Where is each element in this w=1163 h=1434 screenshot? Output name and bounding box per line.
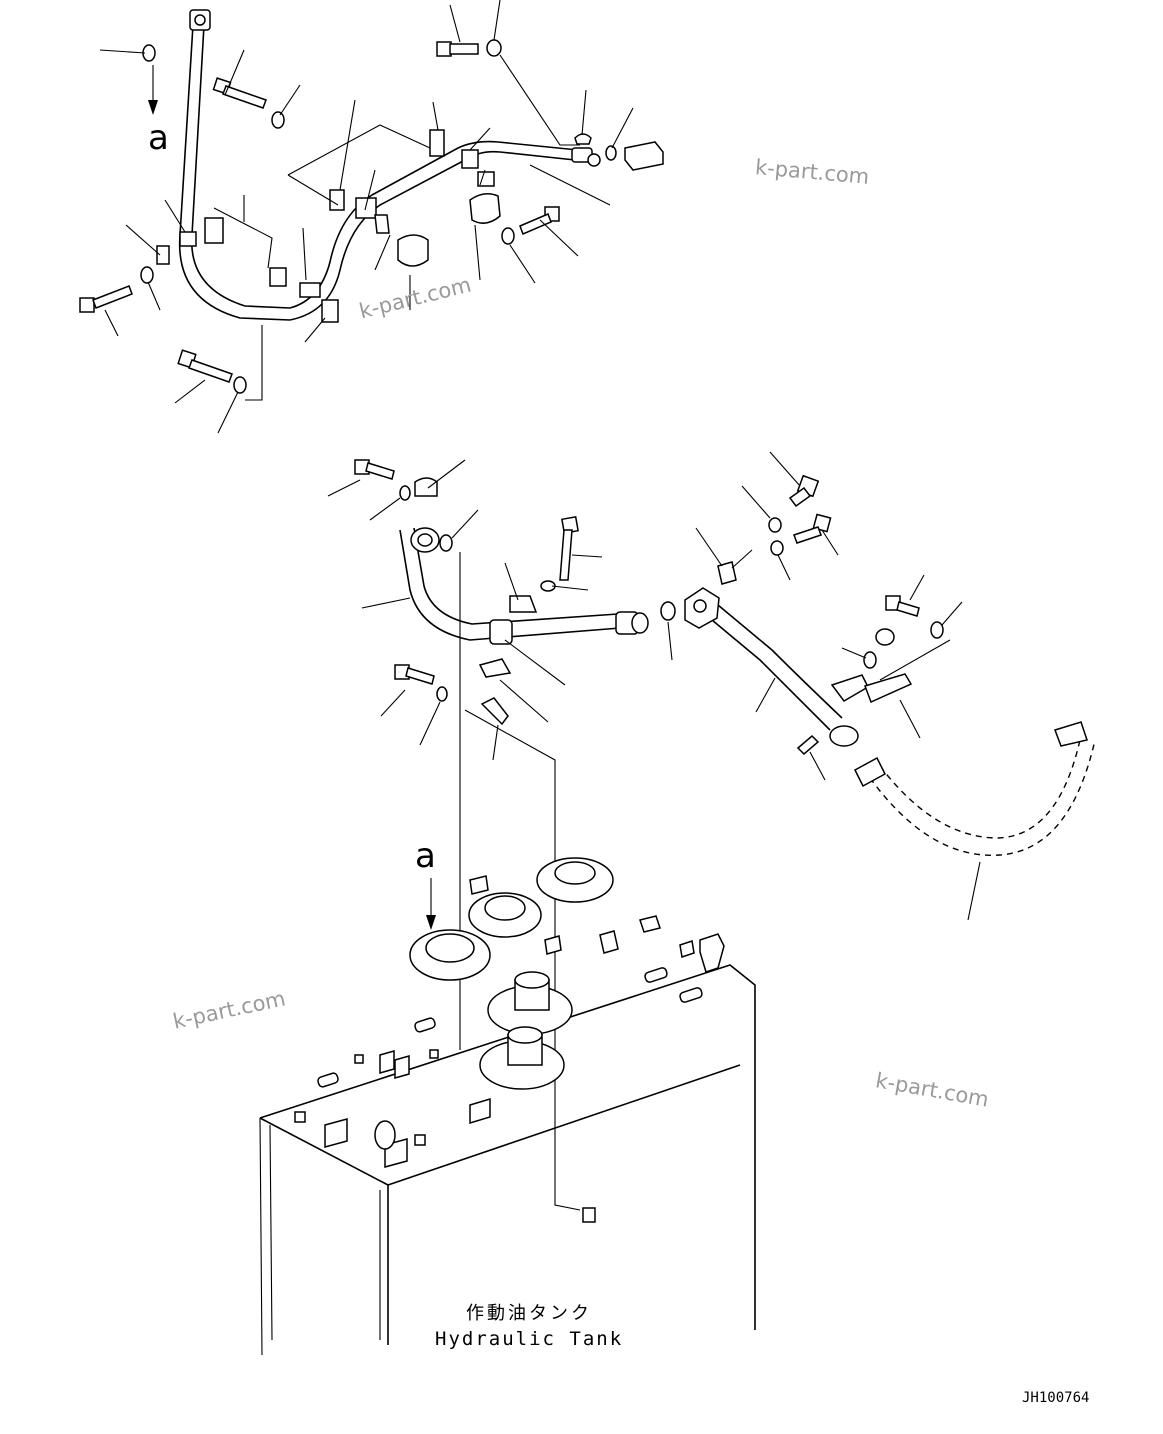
right-pipe-assembly: [684, 451, 1096, 921]
detail-label-top: a: [148, 118, 169, 158]
top-hose-assembly: [79, 0, 664, 434]
detail-label-bottom: a: [415, 836, 436, 876]
tank-label-jp: 作動油タンク: [466, 1303, 592, 1324]
hydraulic-tank: [259, 857, 756, 1356]
tank-label-en: Hydraulic Tank: [435, 1328, 624, 1350]
middle-tube-assembly: [327, 459, 676, 1170]
drawing-number: JH100764: [1022, 1390, 1090, 1406]
